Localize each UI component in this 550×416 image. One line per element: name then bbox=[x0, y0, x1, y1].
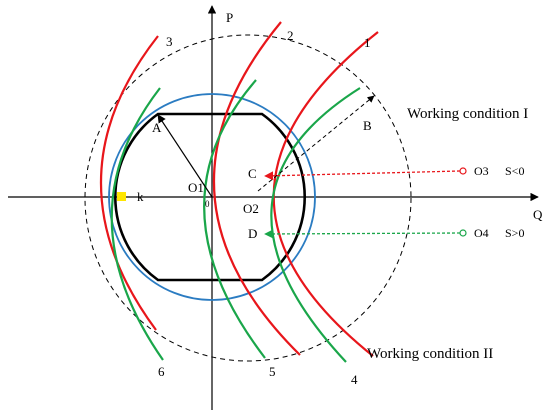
point-k-label: k bbox=[137, 189, 144, 204]
point-d-label: D bbox=[248, 226, 257, 241]
green-curve-6 bbox=[110, 87, 164, 361]
p-axis-label: P bbox=[226, 10, 233, 25]
point-b-label: B bbox=[363, 118, 372, 133]
arrow-o3-c bbox=[264, 170, 461, 181]
curve-label-4: 4 bbox=[351, 372, 358, 387]
curve-label-5: 5 bbox=[269, 364, 276, 379]
working-condition-2: Working condition II bbox=[367, 346, 493, 362]
condition-s-neg: S<0 bbox=[505, 164, 524, 178]
point-o4-marker bbox=[459, 229, 467, 237]
point-a-label: A bbox=[152, 120, 162, 135]
curve-label-6: 6 bbox=[158, 364, 165, 379]
point-o4-label: O4 bbox=[474, 226, 489, 240]
curve-label-3: 3 bbox=[166, 34, 173, 49]
point-o3-label: O3 bbox=[474, 164, 489, 178]
point-k-marker bbox=[117, 192, 126, 201]
q-axis-label: Q bbox=[533, 207, 543, 222]
red-curve-2 bbox=[212, 21, 301, 356]
red-curve-3 bbox=[100, 35, 159, 331]
point-c-label: C bbox=[248, 166, 257, 181]
green-curve-4 bbox=[270, 87, 361, 363]
working-condition-1: Working condition I bbox=[407, 106, 528, 122]
dashed-circle bbox=[84, 34, 412, 362]
green-curve-5 bbox=[203, 79, 266, 359]
radius-arrow-a bbox=[157, 114, 213, 198]
point-o3-marker bbox=[459, 167, 467, 175]
point-o2-label: O2 bbox=[243, 201, 259, 216]
radius-arrow-b bbox=[257, 95, 375, 192]
red-curve-1 bbox=[272, 31, 379, 357]
point-o1-label: O1 bbox=[188, 180, 204, 195]
origin-label: 0 bbox=[205, 199, 210, 209]
condition-s-pos: S>0 bbox=[505, 226, 524, 240]
curve-label-2: 2 bbox=[287, 28, 294, 43]
curve-label-1: 1 bbox=[364, 35, 371, 50]
blue-circle bbox=[108, 93, 316, 301]
arrow-o4-d bbox=[264, 229, 461, 239]
